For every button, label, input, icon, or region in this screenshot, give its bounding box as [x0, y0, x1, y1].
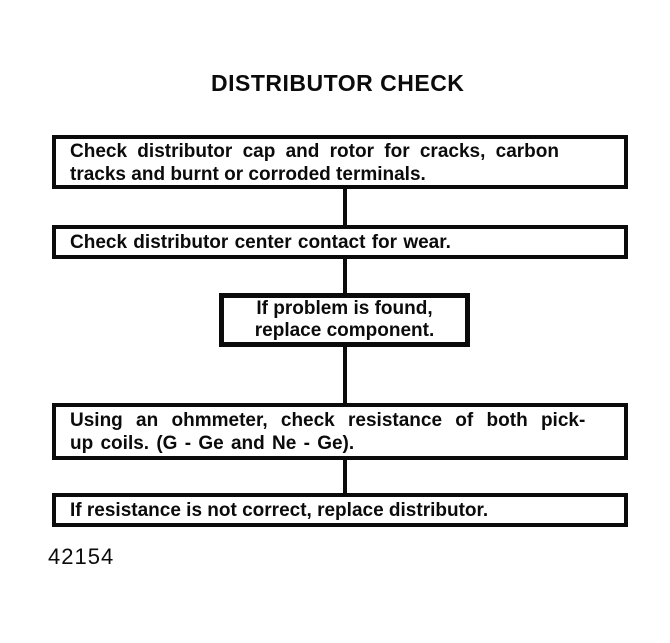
figure-number: 42154 — [48, 544, 115, 569]
flow-step-check-pickup-coil-resistance: Using an ohmmeter, check resistance of b… — [52, 403, 628, 460]
flow-connector-line-1 — [343, 187, 347, 227]
step-text-line: up coils. (G - Ge and Ne - Ge). — [70, 433, 355, 454]
step-text-line: Using an ohmmeter, check resistance of b… — [70, 410, 586, 431]
flow-step-replace-component: If problem is found, replace component. — [219, 293, 470, 347]
step-text-line: If problem is found, — [256, 298, 433, 319]
flow-step-check-cap-and-rotor: Check distributor cap and rotor for crac… — [52, 135, 628, 189]
flow-connector-line-3 — [343, 345, 347, 405]
flow-connector-line-4 — [343, 458, 347, 495]
step-text-line: If resistance is not correct, replace di… — [70, 500, 489, 521]
step-text-line: Check distributor cap and rotor for crac… — [70, 141, 559, 162]
flow-step-check-center-contact: Check distributor center contact for wea… — [52, 225, 628, 259]
flow-connector-line-2 — [343, 257, 347, 295]
step-text-line: Check distributor center contact for wea… — [70, 232, 451, 253]
step-text-line: tracks and burnt or corroded terminals. — [70, 164, 426, 185]
page-title: DISTRIBUTOR CHECK — [211, 70, 465, 96]
flow-step-replace-distributor: If resistance is not correct, replace di… — [52, 493, 628, 527]
step-text-line: replace component. — [254, 320, 435, 341]
